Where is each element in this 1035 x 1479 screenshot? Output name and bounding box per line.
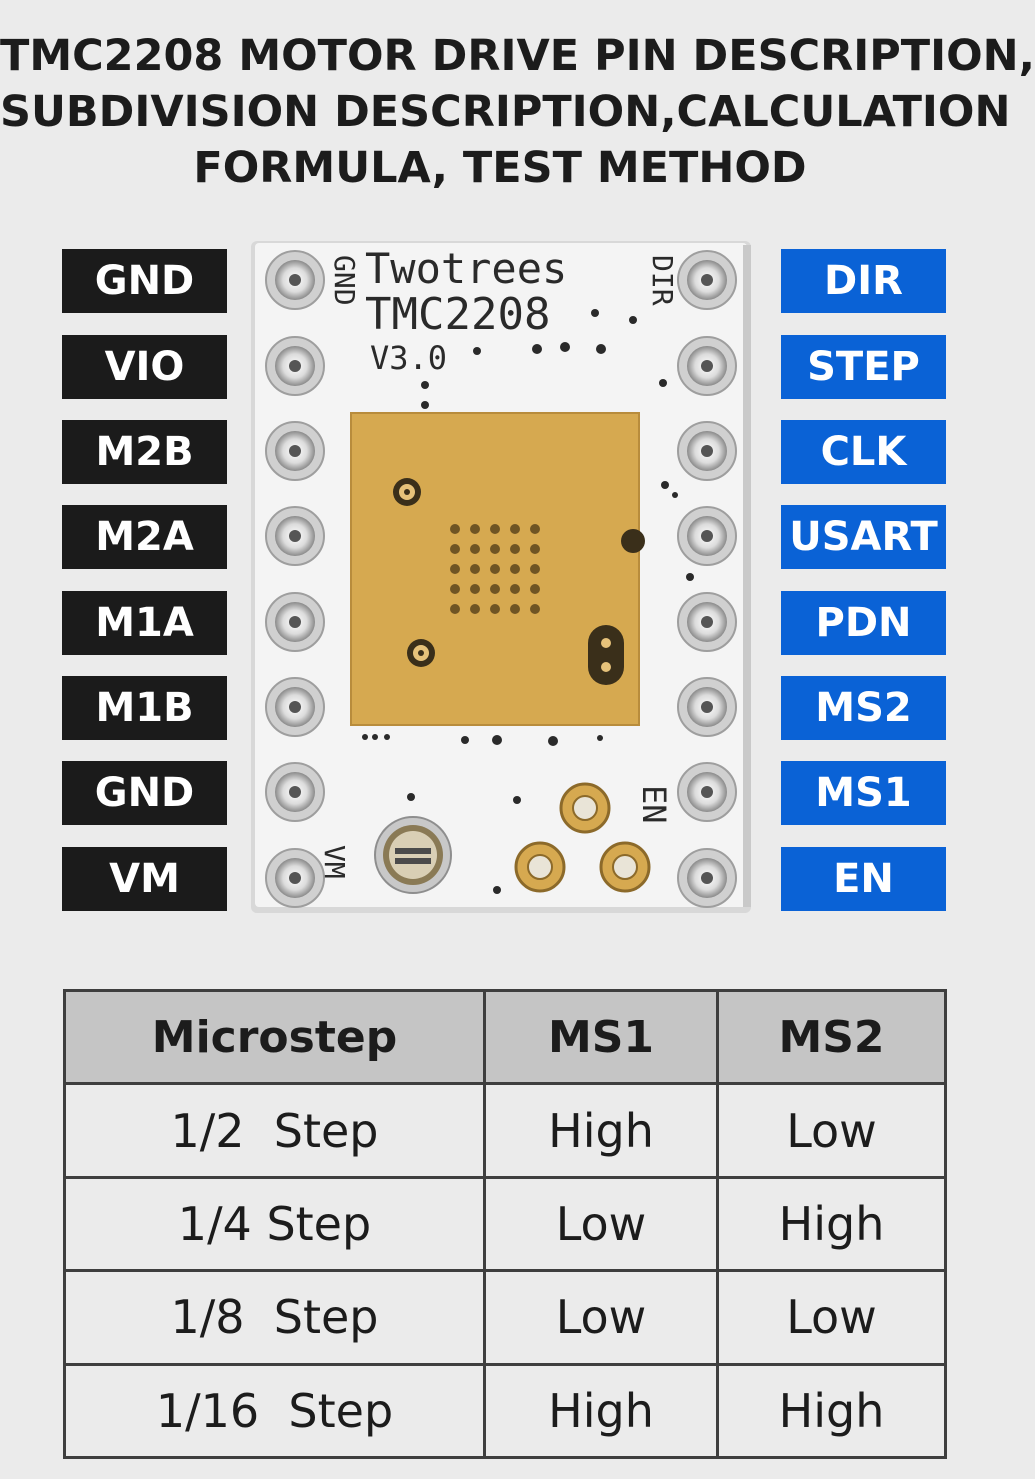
header-pin — [265, 506, 325, 566]
thermal-vias — [393, 478, 645, 685]
cell-ms1: Low — [483, 1269, 719, 1366]
table-row: 1/2 Step High Low — [63, 1082, 947, 1179]
header-ms1: MS1 — [483, 988, 719, 1086]
heatsink-pad-border — [350, 412, 640, 726]
title-line-1: TMC2208 MOTOR DRIVE PIN DESCRIPTION, — [0, 31, 1035, 81]
pin-label-gnd-bottom: GND — [62, 761, 227, 825]
right-header-pins — [677, 250, 737, 908]
cell-microstep: 1/8 Step — [63, 1269, 486, 1366]
page-title: TMC2208 MOTOR DRIVE PIN DESCRIPTION, SUB… — [0, 28, 1035, 196]
header-pin — [265, 848, 325, 908]
cell-ms2: High — [716, 1362, 947, 1460]
pin-label-m2a: M2A — [62, 505, 227, 569]
header-pin — [677, 336, 737, 396]
header-pin — [677, 848, 737, 908]
header-pin — [265, 421, 325, 481]
pin-label-vm: VM — [62, 847, 227, 911]
cell-microstep: 1/2 Step — [63, 1082, 486, 1179]
pin-label-gnd-top: GND — [62, 249, 227, 313]
board-side-shadow — [743, 245, 751, 907]
cell-microstep: 1/4 Step — [63, 1175, 486, 1273]
header-pin — [677, 592, 737, 652]
silk-version: V3.0 — [370, 339, 447, 377]
header-pin — [677, 421, 737, 481]
table-row: 1/4 Step Low High — [63, 1175, 947, 1273]
silk-gnd: GND — [328, 255, 361, 306]
via-grid — [450, 524, 540, 614]
table-header-row: Microstep MS1 MS2 — [63, 988, 947, 1086]
header-pin — [265, 762, 325, 822]
silk-model: TMC2208 — [365, 289, 550, 340]
pin-label-clk: CLK — [781, 420, 946, 484]
potentiometer-icon — [374, 816, 452, 894]
cell-ms2: High — [716, 1175, 947, 1273]
cell-ms1: Low — [483, 1175, 719, 1273]
header-pin — [677, 250, 737, 310]
silk-brand: Twotrees — [365, 244, 567, 293]
header-ms2: MS2 — [716, 988, 947, 1086]
pin-label-pdn: PDN — [781, 591, 946, 655]
cell-microstep: 1/16 Step — [63, 1362, 486, 1460]
header-pin — [677, 506, 737, 566]
pin-label-ms2: MS2 — [781, 676, 946, 740]
title-line-3: FORMULA, TEST METHOD — [193, 143, 807, 193]
microstep-table: Microstep MS1 MS2 1/2 Step High Low 1/4 … — [63, 988, 947, 1460]
header-pin — [265, 592, 325, 652]
pin-label-en: EN — [781, 847, 946, 911]
silk-vm: VM — [318, 845, 351, 879]
cell-ms1: High — [483, 1362, 719, 1460]
header-pin — [265, 336, 325, 396]
table-row: 1/8 Step Low Low — [63, 1269, 947, 1366]
gold-pads — [514, 782, 651, 893]
header-microstep: Microstep — [63, 988, 486, 1086]
header-pin — [265, 250, 325, 310]
left-header-pins — [265, 250, 325, 908]
header-pin — [265, 677, 325, 737]
cell-ms2: Low — [716, 1269, 947, 1366]
silk-dots — [362, 309, 694, 894]
table-row: 1/16 Step High High — [63, 1362, 947, 1460]
silk-dir: DIR — [646, 255, 679, 306]
silk-en: EN — [635, 785, 673, 824]
driver-board-illustration: Twotrees TMC2208 V3.0 GND DIR EN VM — [251, 241, 751, 913]
title-line-2: SUBDIVISION DESCRIPTION,CALCULATION — [0, 87, 1011, 137]
pin-label-dir: DIR — [781, 249, 946, 313]
header-pin — [677, 762, 737, 822]
cell-ms1: High — [483, 1082, 719, 1179]
pin-label-vio: VIO — [62, 335, 227, 399]
cell-ms2: Low — [716, 1082, 947, 1179]
pin-label-usart: USART — [781, 505, 946, 569]
pin-label-m1a: M1A — [62, 591, 227, 655]
pin-label-ms1: MS1 — [781, 761, 946, 825]
pin-label-m2b: M2B — [62, 420, 227, 484]
pin-label-step: STEP — [781, 335, 946, 399]
pin-label-m1b: M1B — [62, 676, 227, 740]
header-pin — [677, 677, 737, 737]
